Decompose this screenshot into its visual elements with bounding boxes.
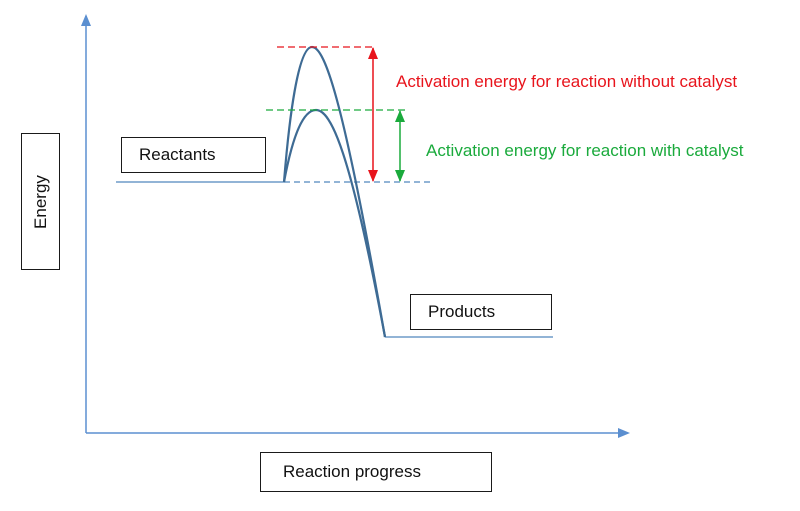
x-axis-label-box: Reaction progress	[260, 452, 492, 492]
uncatalysed-curve	[282, 45, 387, 338]
reactants-label-box: Reactants	[121, 137, 266, 173]
products-label-box: Products	[410, 294, 552, 330]
products-label: Products	[428, 302, 496, 321]
annotation-without-catalyst: Activation energy for reaction without c…	[396, 72, 738, 91]
catalysed-curve	[282, 108, 387, 338]
annotation-with-catalyst: Activation energy for reaction with cata…	[426, 141, 744, 160]
reactants-label: Reactants	[139, 145, 216, 164]
x-axis-label: Reaction progress	[283, 462, 421, 481]
y-axis-label: Energy	[30, 174, 50, 229]
y-axis-label-box: Energy	[21, 133, 60, 270]
